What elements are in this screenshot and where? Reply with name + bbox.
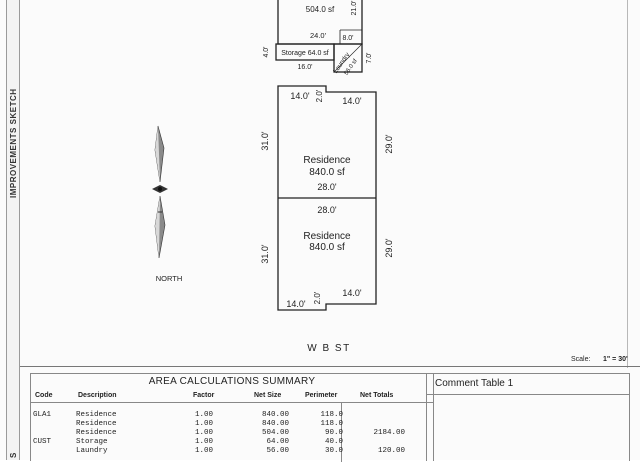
col-header-net-size: Net Size: [254, 392, 282, 399]
lower-bottom-left-dimension: 14.0': [286, 299, 306, 309]
floor-plan-sketch: 504.0 sf 21.0' 24.0' 8.0' Storage 64.0 s…: [152, 0, 394, 354]
area-cell-description: Residence: [76, 411, 117, 419]
page-margin-rule: [627, 0, 628, 368]
lower-left-dimension: 31.0': [260, 244, 270, 264]
lower-residence-label: Residence: [303, 231, 351, 242]
area-cell-factor: 1.00: [195, 438, 214, 446]
top-room-area: 504.0 sf: [306, 5, 335, 14]
upper-left-dimension: 31.0': [260, 131, 270, 151]
area-cell-description: Residence: [76, 429, 117, 437]
lower-residence-outline: [277, 198, 377, 311]
upper-residence-outline: [277, 85, 377, 198]
top-room-bottom-dimension: 24.0': [310, 31, 327, 40]
area-cell-net-size: 504.00: [261, 429, 289, 437]
calculations-section: AREA CALCULATIONS SUMMARY Code Descripti…: [20, 366, 640, 462]
area-cell-description: Laundry: [76, 447, 108, 455]
area-cell-net-total: 120.00: [377, 447, 405, 455]
upper-residence-label: Residence: [303, 155, 351, 166]
top-room-side-dimension: 21.0': [351, 1, 358, 16]
laundry-outline: [333, 43, 363, 73]
laundry-side-dimension: 7.0': [366, 52, 373, 63]
laundry-diagonal: [333, 43, 363, 73]
storage-label: Storage 64.0 sf: [281, 50, 329, 57]
upper-residence-area: 840.0 sf: [309, 167, 345, 178]
scale-value: 1" = 30': [603, 356, 628, 363]
header-divider: [31, 402, 433, 403]
area-cell-net-total: 2184.00: [373, 429, 405, 437]
col-header-description: Description: [78, 392, 117, 399]
area-cell-factor: 1.00: [195, 447, 214, 455]
street-label: W B ST: [307, 343, 350, 354]
lower-residence-area: 840.0 sf: [309, 242, 345, 253]
lower-top-dimension: 28.0': [317, 205, 337, 215]
col-header-factor: Factor: [193, 392, 215, 399]
area-cell-factor: 1.00: [195, 420, 214, 428]
lower-right-dimension: 29.0': [384, 238, 394, 258]
area-cell-net-size: 64.00: [266, 438, 289, 446]
north-label: NORTH: [156, 274, 183, 283]
top-room-notch-dimension: 8.0': [342, 35, 353, 42]
lower-notch-dimension: 2.0': [313, 291, 322, 304]
col-header-code: Code: [35, 392, 53, 399]
area-calculations-summary: AREA CALCULATIONS SUMMARY Code Descripti…: [30, 373, 434, 462]
comment-table: Comment Table 1: [426, 373, 630, 461]
side-label-strip: IMPROVEMENTS SKETCH S: [6, 0, 20, 460]
area-cell-perimeter: 40.0: [324, 438, 343, 446]
col-header-perimeter: Perimeter: [305, 392, 338, 399]
area-cell-code: GLA1: [33, 411, 52, 419]
lower-bottom-right-dimension: 14.0': [342, 288, 362, 298]
area-summary-title: AREA CALCULATIONS SUMMARY: [148, 376, 316, 387]
upper-notch-dimension: 2.0': [315, 89, 324, 102]
area-cell-net-size: 56.00: [266, 447, 289, 455]
comment-table-title: Comment Table 1: [435, 378, 514, 389]
totals-divider: [341, 402, 342, 462]
area-cell-net-size: 840.00: [261, 420, 289, 428]
area-cell-perimeter: 118.0: [320, 420, 343, 428]
area-cell-factor: 1.00: [195, 411, 214, 419]
area-cell-description: Storage: [76, 438, 108, 446]
area-cell-perimeter: 118.0: [320, 411, 343, 419]
lower-section-label: S: [9, 452, 18, 458]
upper-top-left-dimension: 14.0': [290, 91, 310, 101]
north-arrow-icon: [152, 125, 168, 259]
upper-bottom-dimension: 28.0': [317, 182, 337, 192]
area-cell-net-size: 840.00: [261, 411, 289, 419]
upper-top-right-dimension: 14.0': [342, 96, 362, 106]
scale-label: Scale:: [571, 356, 591, 363]
storage-bottom-dimension: 16.0': [298, 64, 313, 71]
area-cell-description: Residence: [76, 420, 117, 428]
area-cell-perimeter: 90.0: [324, 429, 343, 437]
area-cell-code: CUST: [33, 438, 52, 446]
upper-right-dimension: 29.0': [384, 134, 394, 154]
area-cell-factor: 1.00: [195, 429, 214, 437]
comment-title-divider: [427, 394, 629, 395]
col-header-net-totals: Net Totals: [360, 392, 394, 399]
storage-side-dimension: 4.0': [263, 46, 270, 57]
area-cell-perimeter: 30.0: [324, 447, 343, 455]
